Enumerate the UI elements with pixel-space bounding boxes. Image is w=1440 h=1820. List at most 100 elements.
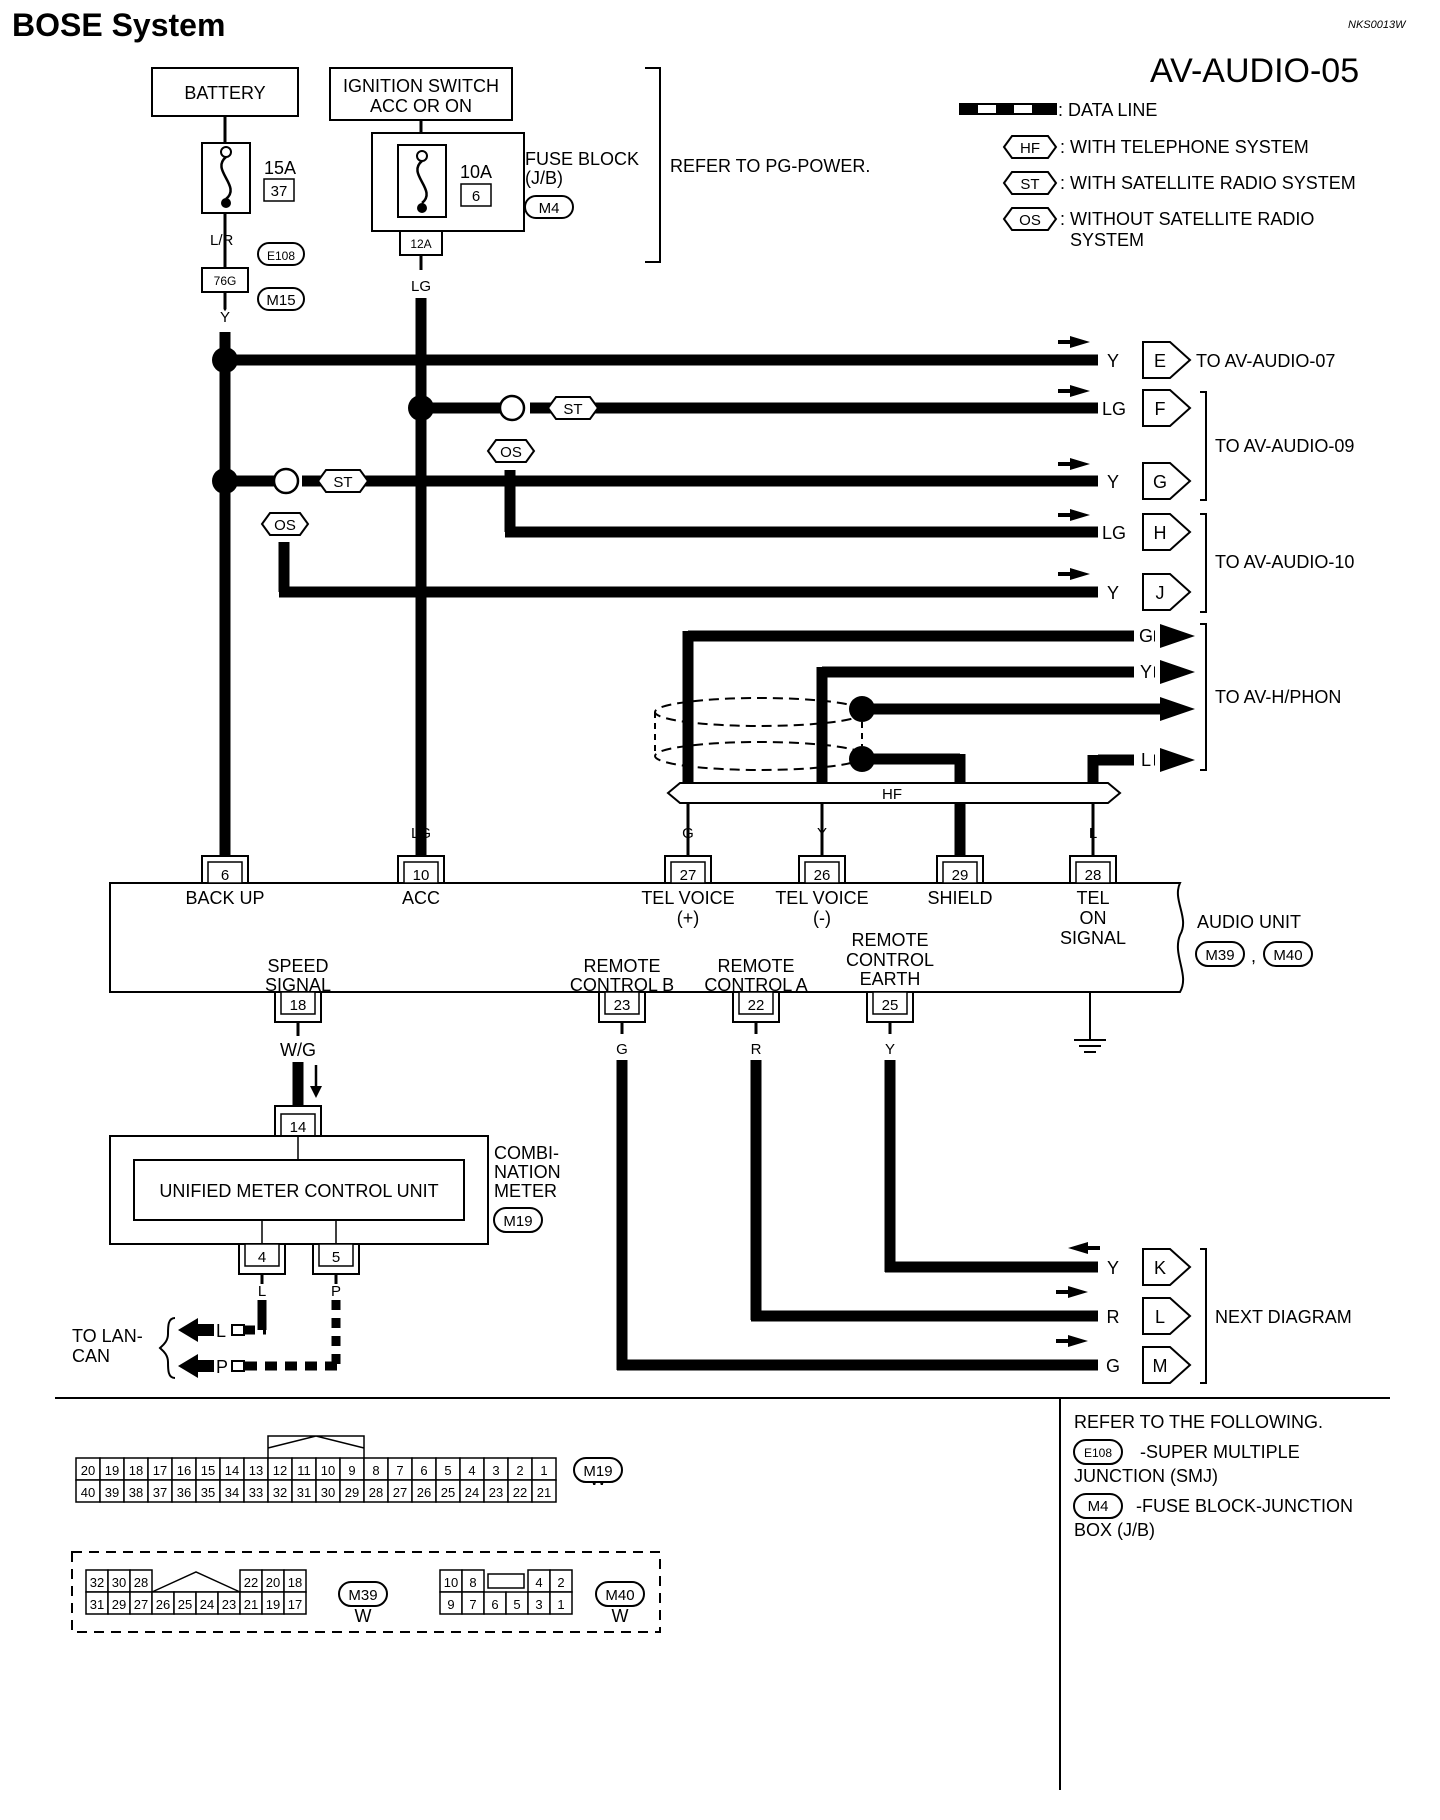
pin-number: 31 — [297, 1485, 311, 1500]
audio-top-wire-labels: Y LG G Y L — [220, 825, 1097, 842]
svg-text:27: 27 — [680, 867, 697, 884]
pin-number: 35 — [201, 1485, 215, 1500]
svg-text:M4: M4 — [1088, 1498, 1109, 1515]
audio-top-pin-27: 27 TEL VOICE (+) — [641, 855, 735, 928]
svg-text:L: L — [1141, 750, 1151, 770]
pin-number: 3 — [535, 1597, 542, 1612]
wire-lr-label: L/R — [210, 232, 234, 249]
pin-number: 17 — [153, 1463, 167, 1478]
fuse-6-icon — [416, 160, 428, 204]
arrow-right-icon — [1160, 660, 1195, 684]
connector-lock-icon — [151, 1571, 241, 1593]
pin-number: 25 — [441, 1485, 455, 1500]
audio-top-pin-29: 29 SHIELD — [927, 855, 993, 908]
svg-text:Y: Y — [220, 309, 230, 326]
pin-number: 13 — [249, 1463, 263, 1478]
svg-text:HF: HF — [882, 786, 902, 803]
svg-text:Y: Y — [817, 825, 827, 842]
pin-number: 12 — [273, 1463, 287, 1478]
pin-number: 24 — [465, 1485, 479, 1500]
svg-text:LG: LG — [411, 278, 431, 295]
pin-number: 30 — [112, 1575, 126, 1590]
pin-number: 28 — [134, 1575, 148, 1590]
svg-text:4: 4 — [258, 1249, 266, 1266]
to-lan-can-1: TO LAN- — [72, 1326, 143, 1346]
unified-meter-label: UNIFIED METER CONTROL UNIT — [159, 1181, 438, 1201]
diagram-code: NKS0013W — [1348, 19, 1407, 31]
fuse-6-num: 6 — [472, 188, 480, 205]
offpage-m-icon — [1142, 1346, 1192, 1384]
legend-os: : WITHOUT SATELLITE RADIO — [1060, 209, 1314, 229]
svg-text:76G: 76G — [214, 274, 237, 288]
pin-number: 21 — [537, 1485, 551, 1500]
pin-number: 1 — [557, 1597, 564, 1612]
svg-text:28: 28 — [1085, 867, 1102, 884]
svg-text:REMOTE: REMOTE — [583, 956, 660, 976]
svg-text:REFER TO THE FOLLOWING.: REFER TO THE FOLLOWING. — [1074, 1412, 1323, 1432]
svg-text:ACC: ACC — [402, 888, 440, 908]
splices — [212, 347, 526, 495]
svg-text:E108: E108 — [1084, 1446, 1112, 1460]
svg-text:5: 5 — [332, 1249, 340, 1266]
svg-text:L: L — [1155, 1307, 1165, 1327]
svg-text:(+): (+) — [677, 908, 700, 928]
pin-number: 29 — [345, 1485, 359, 1500]
hf-bar — [666, 782, 1122, 804]
svg-text:G: G — [1153, 472, 1167, 492]
pin-number: 5 — [513, 1597, 520, 1612]
pin-number: 32 — [90, 1575, 104, 1590]
legend-os-2: SYSTEM — [1070, 230, 1144, 250]
meter-label-1: COMBI- — [494, 1143, 559, 1163]
svg-text:ST: ST — [563, 401, 582, 418]
svg-text:-SUPER MULTIPLE: -SUPER MULTIPLE — [1140, 1442, 1300, 1462]
svg-text:OS: OS — [274, 517, 296, 534]
os-tag-icon — [1002, 207, 1058, 231]
pin-number: 33 — [249, 1485, 263, 1500]
audio-unit-label: AUDIO UNIT — [1197, 912, 1301, 932]
pin-number: 3 — [492, 1463, 499, 1478]
refer-pg-power: REFER TO PG-POWER. — [670, 156, 870, 176]
svg-text:TEL VOICE: TEL VOICE — [775, 888, 868, 908]
legend: : DATA LINE HF : WITH TELEPHONE SYSTEM S… — [959, 100, 1356, 250]
pin-number: 16 — [177, 1463, 191, 1478]
svg-text:OS: OS — [500, 444, 522, 461]
fuse-block-box — [371, 132, 525, 232]
fuse-37-num: 37 — [271, 183, 288, 200]
audio-bottom-pin-25: 25 — [866, 991, 914, 1023]
svg-text:BACK UP: BACK UP — [185, 888, 264, 908]
st-tag-icon — [546, 396, 600, 420]
offpage-k-icon — [1142, 1248, 1192, 1286]
svg-text:Y: Y — [1140, 662, 1152, 682]
terminal-76g — [201, 267, 249, 293]
pin-number: 9 — [348, 1463, 355, 1478]
pin-number: 30 — [321, 1485, 335, 1500]
pin-number: 28 — [369, 1485, 383, 1500]
svg-text:(-): (-) — [813, 908, 831, 928]
pin-number: 10 — [321, 1463, 335, 1478]
m19-label: M19 — [583, 1463, 612, 1480]
svg-text:G: G — [682, 825, 694, 842]
offpage-j-icon — [1142, 573, 1192, 611]
connector-lock-icon — [487, 1573, 525, 1589]
pin-number: 7 — [396, 1463, 403, 1478]
arrow-right-icon — [1160, 748, 1195, 772]
svg-text:SHIELD: SHIELD — [927, 888, 992, 908]
audio-top-pin-28: 28 TEL ON SIGNAL — [1060, 855, 1126, 948]
pin-number: 37 — [153, 1485, 167, 1500]
offpage-f-icon — [1142, 389, 1192, 427]
pin-number: 38 — [129, 1485, 143, 1500]
remote-wiring: G R Y Y R G K L M NEXT DIAGRAM — [616, 1022, 1352, 1384]
svg-text:29: 29 — [952, 867, 969, 884]
hf-tag-icon — [1002, 135, 1058, 159]
pin-number: 11 — [297, 1463, 311, 1478]
telephone-section: G Y L TO AV-H/PHON HF — [654, 622, 1341, 858]
audio-bottom-pin-18: 18 — [274, 991, 322, 1023]
pin-number: 8 — [372, 1463, 379, 1478]
svg-text:R: R — [751, 1041, 762, 1058]
pin-number: 22 — [513, 1485, 527, 1500]
svg-text:SIGNAL: SIGNAL — [265, 975, 331, 995]
pin-number: 23 — [222, 1597, 236, 1612]
legend-data-line: : DATA LINE — [1058, 100, 1157, 120]
svg-text:Y: Y — [885, 1041, 895, 1058]
